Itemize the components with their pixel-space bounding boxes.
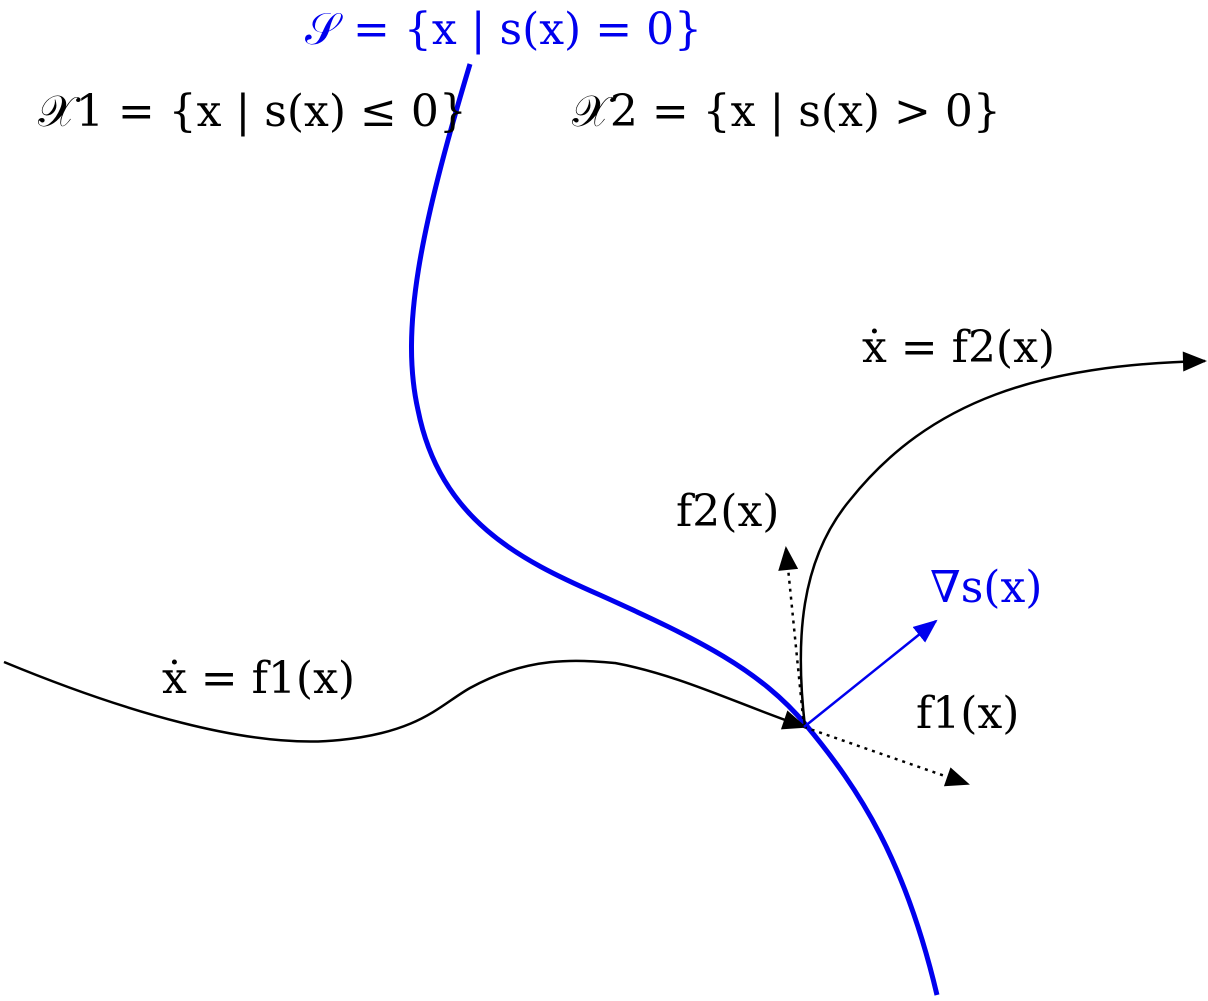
dynamics-1-text: ẋ = f1(x): [162, 653, 356, 704]
vector-f2-arrow: [778, 546, 806, 728]
trajectory-f2-curve: [799, 351, 1207, 728]
trajectory-f1-curve: [3, 659, 807, 743]
region-2-text: 𝒳2 = {x | s(x) > 0}: [572, 86, 1001, 137]
switching-surface-curve: [409, 63, 940, 996]
vector-f1-arrow: [803, 725, 970, 787]
region-1-text: 𝒳1 = {x | s(x) ≤ 0}: [38, 86, 467, 137]
region-1-label: 𝒳1 = {x | s(x) ≤ 0}: [38, 90, 467, 134]
gradient-vector-arrow: [803, 619, 938, 728]
dynamics-1-label: ẋ = f1(x): [162, 657, 355, 701]
gradient-label: ∇s(x): [930, 566, 1042, 610]
vector-f2-label: f2(x): [676, 490, 779, 534]
dynamics-2-label: ẋ = f2(x): [862, 326, 1055, 370]
dynamics-2-text: ẋ = f2(x): [862, 322, 1056, 373]
gradient-text: ∇s(x): [930, 562, 1043, 613]
vector-f1-text: f1(x): [916, 688, 1020, 739]
region-2-label: 𝒳2 = {x | s(x) > 0}: [572, 90, 1001, 134]
surface-set-label: 𝒮 = {x | s(x) = 0}: [305, 8, 702, 52]
surface-set-text: 𝒮 = {x | s(x) = 0}: [305, 4, 703, 55]
vector-f1-label: f1(x): [916, 692, 1019, 736]
vector-f2-text: f2(x): [676, 486, 780, 537]
